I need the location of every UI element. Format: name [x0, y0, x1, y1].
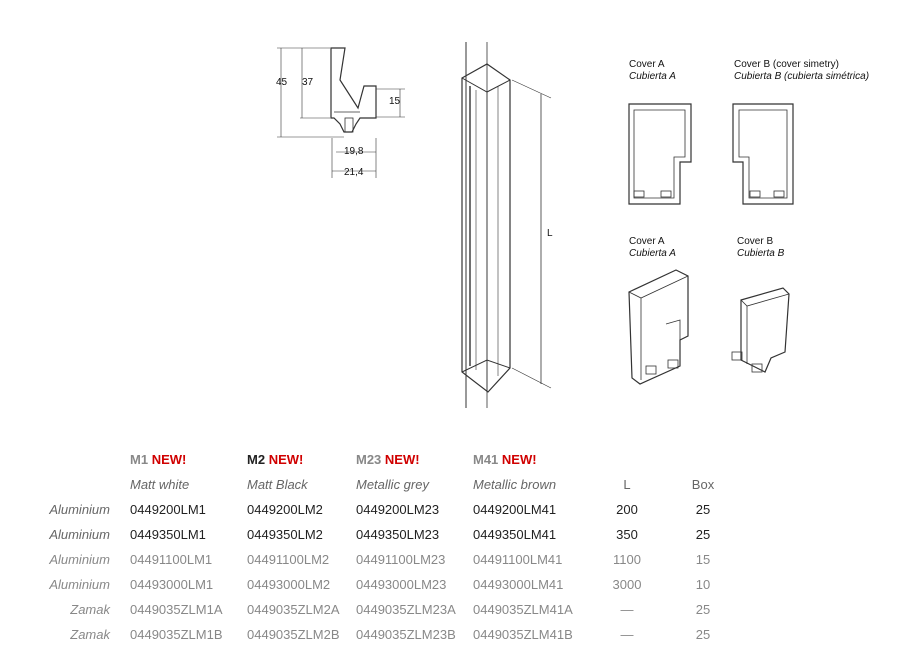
code-cell: 04493000LM23: [356, 577, 447, 592]
model-code: M2: [247, 452, 266, 467]
cover-subtitle: Cubierta A: [629, 248, 676, 259]
box-cell: 10: [695, 577, 711, 592]
cover-subtitle: Cubierta A: [629, 71, 676, 82]
cover-b-flat-drawing: [732, 103, 794, 205]
material-cell: Aluminium: [49, 577, 110, 592]
length-cell: 1100: [613, 552, 641, 567]
dim-45-label: 45: [276, 77, 288, 88]
cover-label: Cover B Cubierta B: [737, 236, 784, 260]
length-cell: 3000: [612, 577, 642, 592]
material-cell: Zamak: [70, 602, 110, 617]
length-cell: —: [620, 627, 634, 642]
finish-label: Metallic brown: [473, 477, 557, 492]
cover-a-3d-drawing: [628, 269, 689, 385]
material-cell: Aluminium: [49, 552, 110, 567]
code-cell: 0449200LM2: [247, 502, 323, 517]
column-header-l: L: [623, 477, 631, 492]
code-cell: 04491100LM1: [130, 552, 213, 567]
code-cell: 0449035ZLM41A: [473, 602, 573, 617]
dim-19-8-label: 19,8: [344, 146, 364, 157]
cover-subtitle: Cubierta B (cubierta simétrica): [734, 71, 870, 82]
code-cell: 04493000LM41: [473, 577, 564, 592]
box-cell: 25: [695, 602, 711, 617]
new-badge: NEW!: [268, 452, 304, 467]
length-cell: —: [620, 602, 634, 617]
code-cell: 0449350LM23: [356, 527, 440, 542]
code-cell: 0449350LM41: [473, 527, 557, 542]
length-label: L: [547, 228, 553, 239]
code-cell: 0449035ZLM23B: [356, 627, 456, 642]
model-code: M41: [473, 452, 499, 467]
model-header: M1 NEW!: [130, 452, 186, 467]
new-badge: NEW!: [384, 452, 420, 467]
model-code: M1: [130, 452, 149, 467]
code-cell: 04491100LM23: [356, 552, 446, 567]
cover-title: Cover B (cover simetry): [734, 59, 840, 70]
column-header-box: Box: [691, 477, 715, 492]
model-header: M2 NEW!: [247, 452, 303, 467]
model-header: M41 NEW!: [473, 452, 537, 467]
box-cell: 25: [695, 527, 711, 542]
dim-37-label: 37: [302, 77, 314, 88]
code-cell: 0449035ZLM1A: [130, 602, 223, 617]
cover-subtitle: Cubierta B: [737, 248, 785, 259]
code-cell: 0449035ZLM1B: [130, 627, 223, 642]
box-cell: 25: [695, 502, 711, 517]
finish-label: Matt white: [130, 477, 190, 492]
code-cell: 04491100LM41: [473, 552, 563, 567]
length-cell: 350: [616, 527, 638, 542]
model-code: M23: [356, 452, 382, 467]
cover-title: Cover A: [629, 59, 665, 70]
dim-15-label: 15: [389, 96, 401, 107]
code-cell: 0449200LM41: [473, 502, 557, 517]
dim-21-4-label: 21,4: [344, 167, 364, 178]
cover-label: Cover A Cubierta A: [629, 236, 676, 260]
code-cell: 0449035ZLM2B: [247, 627, 340, 642]
code-cell: 0449035ZLM2A: [247, 602, 340, 617]
box-cell: 25: [695, 627, 711, 642]
code-cell: 04491100LM2: [247, 552, 330, 567]
cover-title: Cover A: [629, 236, 665, 247]
code-cell: 0449350LM2: [247, 527, 323, 542]
profile-section-drawing: [277, 47, 405, 178]
cover-label: Cover A Cubierta A: [629, 59, 676, 83]
material-cell: Aluminium: [49, 502, 110, 517]
new-badge: NEW!: [151, 452, 187, 467]
code-cell: 0449200LM23: [356, 502, 440, 517]
profile-length-drawing: [461, 42, 552, 408]
code-cell: 04493000LM2: [247, 577, 331, 592]
material-cell: Zamak: [70, 627, 110, 642]
cover-a-flat-drawing: [628, 103, 692, 205]
code-cell: 0449035ZLM23A: [356, 602, 456, 617]
cover-b-3d-drawing: [731, 287, 790, 373]
length-cell: 200: [616, 502, 638, 517]
new-badge: NEW!: [501, 452, 537, 467]
material-cell: Aluminium: [49, 527, 110, 542]
code-cell: 0449035ZLM41B: [473, 627, 573, 642]
code-cell: 04493000LM1: [130, 577, 214, 592]
box-cell: 15: [695, 552, 711, 567]
finish-label: Matt Black: [247, 477, 308, 492]
finish-label: Metallic grey: [356, 477, 429, 492]
code-cell: 0449350LM1: [130, 527, 206, 542]
cover-label: Cover B (cover simetry) Cubierta B (cubi…: [734, 59, 869, 83]
code-cell: 0449200LM1: [130, 502, 206, 517]
technical-drawings: [277, 42, 794, 408]
model-header: M23 NEW!: [356, 452, 420, 467]
cover-title: Cover B: [737, 236, 774, 247]
